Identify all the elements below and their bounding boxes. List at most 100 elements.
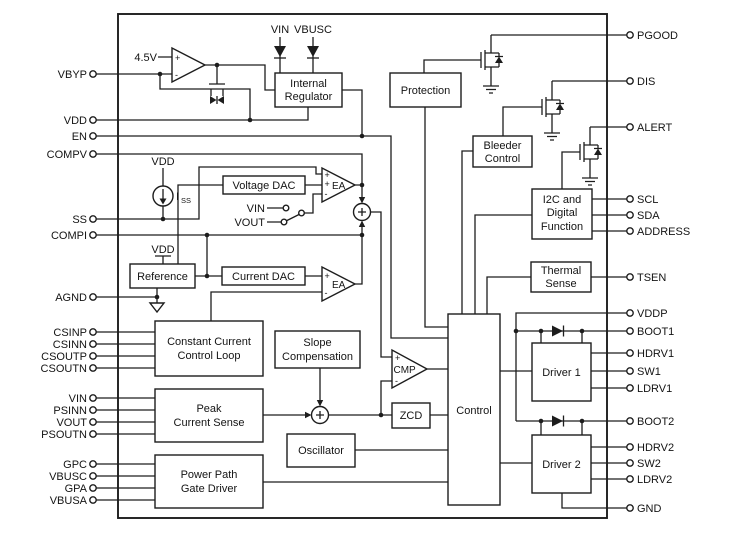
voltage-loop-summing-junction bbox=[352, 202, 372, 222]
svg-text:VDDP: VDDP bbox=[637, 308, 668, 320]
pin-vout: VOUT bbox=[56, 417, 97, 429]
ref-4v5-label: 4.5V bbox=[134, 52, 157, 64]
svg-text:SDA: SDA bbox=[637, 210, 660, 222]
ground-symbol bbox=[582, 177, 598, 186]
junction-dots bbox=[154, 62, 585, 424]
svg-text:VBYP: VBYP bbox=[58, 69, 87, 81]
left-pins: VBYP VDD EN COMPV SS COMPI AGND CSINP CS… bbox=[41, 69, 97, 507]
svg-text:VBUSC: VBUSC bbox=[49, 471, 87, 483]
svg-text:+: + bbox=[395, 353, 400, 363]
svg-text:-: - bbox=[175, 70, 178, 80]
svg-text:-: - bbox=[325, 288, 328, 298]
vbyp-switch-mosfet-pair bbox=[205, 83, 229, 104]
svg-text:-: - bbox=[325, 189, 328, 199]
svg-text:VBUSA: VBUSA bbox=[50, 495, 88, 507]
current-error-amp: + - EA bbox=[321, 265, 357, 303]
pin-agnd: AGND bbox=[55, 292, 97, 304]
pin-dis: DIS bbox=[626, 76, 655, 88]
svg-text:I2C and: I2C and bbox=[543, 194, 582, 206]
svg-text:Compensation: Compensation bbox=[282, 351, 353, 363]
svg-text:COMPI: COMPI bbox=[51, 230, 87, 242]
svg-text:SW1: SW1 bbox=[637, 366, 661, 378]
svg-text:LDRV2: LDRV2 bbox=[637, 474, 672, 486]
pin-sda: SDA bbox=[626, 210, 660, 222]
pin-ldrv2: LDRV2 bbox=[626, 474, 672, 486]
pin-boot1: BOOT1 bbox=[626, 326, 674, 338]
svg-text:ALERT: ALERT bbox=[637, 122, 673, 134]
pin-boot2: BOOT2 bbox=[626, 416, 674, 428]
svg-text:Regulator: Regulator bbox=[285, 91, 333, 103]
block-constant-current-control-loop: Constant Current Control Loop bbox=[154, 320, 264, 377]
flow-arrows bbox=[305, 197, 366, 419]
boot1-diode bbox=[552, 325, 565, 337]
pin-hdrv2: HDRV2 bbox=[626, 442, 674, 454]
svg-text:Constant Current: Constant Current bbox=[167, 336, 251, 348]
svg-text:PSOUTN: PSOUTN bbox=[41, 429, 87, 441]
svg-text:-: - bbox=[395, 376, 398, 386]
svg-text:AGND: AGND bbox=[55, 292, 87, 304]
pin-compi: COMPI bbox=[51, 230, 97, 242]
vbusc-diode-label: VBUSC bbox=[294, 24, 332, 36]
svg-text:Protection: Protection bbox=[401, 85, 451, 97]
soft-start-current-source: I SS bbox=[152, 185, 191, 207]
block-oscillator: Oscillator bbox=[286, 433, 356, 468]
pgood-mosfet bbox=[423, 35, 503, 94]
current-sense-summing-junction bbox=[310, 405, 330, 425]
svg-text:Slope: Slope bbox=[303, 337, 331, 349]
svg-text:LDRV1: LDRV1 bbox=[637, 383, 672, 395]
pin-sw1: SW1 bbox=[626, 366, 661, 378]
pin-csoutn: CSOUTN bbox=[41, 363, 97, 375]
pin-vddp: VDDP bbox=[626, 308, 668, 320]
svg-text:Sense: Sense bbox=[545, 278, 576, 290]
block-thermal-sense: Thermal Sense bbox=[530, 261, 592, 293]
boot2-diode bbox=[552, 415, 565, 427]
svg-text:CSINN: CSINN bbox=[53, 339, 87, 351]
svg-text:Reference: Reference bbox=[137, 271, 188, 283]
svg-text:VOUT: VOUT bbox=[56, 417, 87, 429]
svg-text:Gate Driver: Gate Driver bbox=[181, 483, 238, 495]
svg-text:Power Path: Power Path bbox=[181, 469, 238, 481]
pin-vbusc: VBUSC bbox=[49, 471, 97, 483]
pin-vbusa: VBUSA bbox=[50, 495, 97, 507]
block-zcd: ZCD bbox=[391, 402, 431, 429]
pin-en: EN bbox=[72, 131, 97, 143]
iss-label: I bbox=[176, 191, 179, 203]
pin-gpc: GPC bbox=[63, 459, 97, 471]
svg-text:Control: Control bbox=[456, 405, 491, 417]
svg-text:SCL: SCL bbox=[637, 194, 658, 206]
svg-text:COMPV: COMPV bbox=[47, 149, 88, 161]
svg-text:Driver 1: Driver 1 bbox=[542, 367, 581, 379]
svg-text:Bleeder: Bleeder bbox=[484, 140, 522, 152]
svg-text:Current Sense: Current Sense bbox=[174, 417, 245, 429]
pin-csinp: CSINP bbox=[53, 327, 97, 339]
svg-text:Voltage DAC: Voltage DAC bbox=[233, 180, 296, 192]
left-pin-wires bbox=[96, 73, 448, 501]
pin-psinn: PSINN bbox=[53, 405, 97, 417]
svg-text:EN: EN bbox=[72, 131, 87, 143]
center-wires bbox=[158, 37, 448, 483]
svg-text:Function: Function bbox=[541, 221, 583, 233]
svg-text:SW2: SW2 bbox=[637, 458, 661, 470]
dis-mosfet bbox=[502, 81, 564, 141]
right-pins: PGOOD DIS ALERT SCL SDA ADDRESS TSEN VDD… bbox=[626, 30, 690, 515]
block-peak-current-sense: Peak Current Sense bbox=[154, 388, 264, 443]
vbyp-comparator: + - bbox=[171, 46, 207, 84]
svg-text:Internal: Internal bbox=[290, 78, 327, 90]
block-internal-regulator: Internal Regulator bbox=[274, 72, 343, 108]
svg-text:Peak: Peak bbox=[196, 403, 222, 415]
ic-boundary bbox=[117, 13, 608, 519]
block-slope-compensation: Slope Compensation bbox=[274, 330, 361, 369]
right-wires bbox=[424, 34, 627, 509]
svg-text:CSOUTN: CSOUTN bbox=[41, 363, 88, 375]
svg-text:CSOUTP: CSOUTP bbox=[41, 351, 87, 363]
block-driver2: Driver 2 bbox=[531, 434, 592, 494]
svg-text:+: + bbox=[325, 271, 330, 281]
vdd-label-isrc: VDD bbox=[151, 156, 174, 168]
ground-symbol bbox=[544, 132, 560, 141]
ea-label: EA bbox=[332, 280, 346, 291]
voltage-error-amp: + + - EA bbox=[321, 166, 357, 204]
svg-text:GPC: GPC bbox=[63, 459, 87, 471]
svg-text:BOOT2: BOOT2 bbox=[637, 416, 674, 428]
block-bleeder-control: Bleeder Control bbox=[472, 135, 533, 168]
